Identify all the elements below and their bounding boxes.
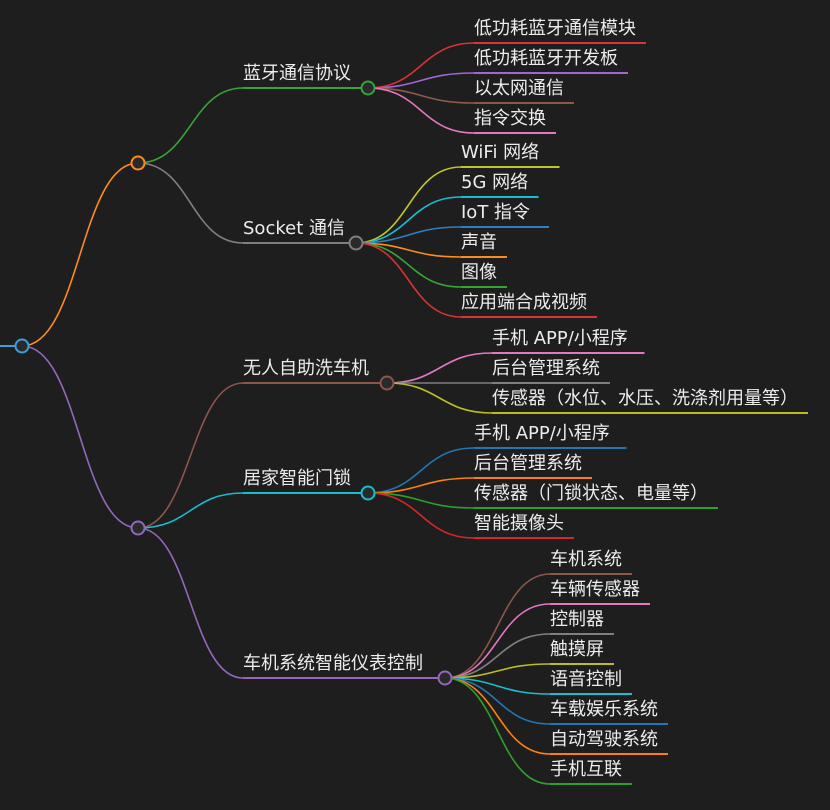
child-edge: [355, 242, 462, 318]
child-edge: [367, 492, 475, 539]
child-label[interactable]: 传感器（水位、水压、洗涤剂用量等）: [492, 388, 798, 409]
child-label[interactable]: 自动驾驶系统: [550, 729, 658, 750]
child-label[interactable]: IoT 指令: [461, 202, 531, 223]
child-label[interactable]: 车机系统: [550, 549, 622, 570]
group-node[interactable]: [130, 155, 146, 171]
child-label[interactable]: 低功耗蓝牙开发板: [474, 48, 618, 69]
group-edge: [21, 162, 139, 347]
child-label[interactable]: 后台管理系统: [474, 453, 582, 474]
topic-node[interactable]: [348, 235, 364, 251]
child-edge: [367, 492, 475, 509]
child-label[interactable]: 手机 APP/小程序: [492, 328, 628, 349]
child-label[interactable]: 5G 网络: [461, 172, 529, 193]
child-label[interactable]: 低功耗蓝牙通信模块: [474, 18, 636, 39]
topic-edge: [137, 527, 244, 679]
child-edge: [355, 196, 462, 244]
child-edge: [444, 677, 551, 785]
child-label[interactable]: WiFi 网络: [461, 142, 540, 163]
topic-label[interactable]: 无人自助洗车机: [243, 358, 369, 379]
child-label[interactable]: 控制器: [550, 609, 604, 630]
child-label[interactable]: 语音控制: [550, 669, 622, 690]
child-label[interactable]: 应用端合成视频: [461, 292, 587, 313]
topic-node[interactable]: [360, 80, 376, 96]
child-edge: [444, 677, 551, 755]
child-edge: [367, 42, 475, 89]
topic-node[interactable]: [360, 485, 376, 501]
child-label[interactable]: 图像: [461, 262, 497, 283]
group-node[interactable]: [130, 520, 146, 536]
topic-label[interactable]: 蓝牙通信协议: [243, 63, 351, 84]
topic-label[interactable]: Socket 通信: [243, 218, 345, 239]
child-edge: [355, 242, 462, 258]
child-label[interactable]: 以太网通信: [474, 78, 564, 99]
topic-edge: [137, 162, 244, 244]
child-edge: [355, 242, 462, 288]
child-label[interactable]: 声音: [461, 232, 497, 253]
child-label[interactable]: 手机互联: [550, 759, 622, 780]
topic-node[interactable]: [379, 375, 395, 391]
child-label[interactable]: 指令交换: [474, 108, 546, 129]
topic-edge: [137, 382, 244, 529]
child-edge: [367, 447, 475, 494]
topic-label[interactable]: 车机系统智能仪表控制: [243, 653, 423, 674]
child-label[interactable]: 触摸屏: [550, 639, 604, 660]
topic-label[interactable]: 居家智能门锁: [243, 468, 351, 489]
child-label[interactable]: 后台管理系统: [492, 358, 600, 379]
child-label[interactable]: 车载娱乐系统: [550, 699, 658, 720]
child-edge: [444, 677, 551, 695]
child-edge: [444, 663, 551, 679]
child-edge: [367, 87, 475, 104]
child-edge: [367, 87, 475, 134]
child-edge: [444, 603, 551, 679]
topic-node[interactable]: [437, 670, 453, 686]
child-edge: [444, 573, 551, 679]
child-label[interactable]: 传感器（门锁状态、电量等）: [474, 483, 708, 504]
child-label[interactable]: 智能摄像头: [474, 513, 564, 534]
topic-edge: [137, 87, 244, 164]
child-edge: [386, 382, 493, 414]
topic-edge: [137, 492, 244, 529]
child-label[interactable]: 车辆传感器: [550, 579, 640, 600]
child-edge: [355, 226, 462, 244]
group-edge: [21, 345, 139, 529]
child-edge: [444, 677, 551, 725]
child-edge: [355, 166, 462, 244]
root-node[interactable]: [14, 338, 30, 354]
child-label[interactable]: 手机 APP/小程序: [474, 423, 610, 444]
child-edge: [367, 477, 475, 494]
child-edge: [367, 72, 475, 89]
child-edge: [386, 352, 493, 384]
child-edge: [444, 633, 551, 679]
